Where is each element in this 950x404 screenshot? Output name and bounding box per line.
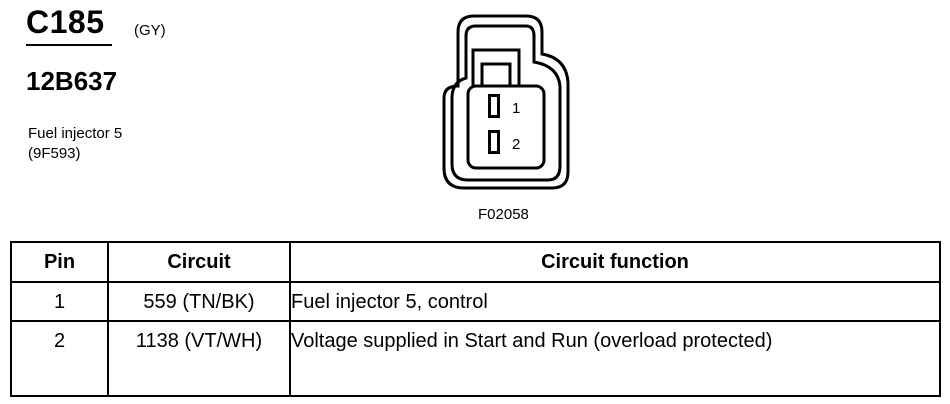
- description-line: (9F593): [28, 145, 81, 162]
- pin-label-2: 2: [512, 136, 520, 153]
- header-pin: Pin: [10, 241, 109, 283]
- cell-circuit: 559 (TN/BK): [107, 281, 291, 322]
- connector-pin-cavity-frame: [466, 84, 546, 170]
- cell-pin: 1: [10, 281, 109, 322]
- description-line: Fuel injector 5: [28, 125, 123, 142]
- part-number: 12B637: [26, 66, 118, 96]
- header-circuit-function: Circuit function: [289, 241, 941, 283]
- pin-label-1: 1: [512, 100, 520, 117]
- connector-lock-tab: [442, 14, 570, 190]
- connector-latch-window: [471, 48, 521, 88]
- pin-table: Pin Circuit Circuit function 1 559 (TN/B…: [10, 241, 941, 397]
- table-row: 2 1138 (VT/WH) Voltage supplied in Start…: [10, 320, 941, 397]
- cell-pin: 2: [10, 320, 109, 397]
- connector-face-diagram: 1 2: [442, 14, 570, 190]
- cell-circuit: 1138 (VT/WH): [107, 320, 291, 397]
- connector-id-underline: [26, 44, 112, 46]
- cell-circuit-function: Fuel injector 5, control: [289, 281, 941, 322]
- component-description: Fuel injector 5 (9F593): [28, 124, 122, 164]
- connector-latch: [480, 62, 512, 86]
- cell-circuit-function: Voltage supplied in Start and Run (overl…: [289, 320, 941, 397]
- table-row: 1 559 (TN/BK) Fuel injector 5, control: [10, 281, 941, 322]
- header-circuit: Circuit: [107, 241, 291, 283]
- figure-code: F02058: [478, 206, 529, 223]
- connector-inner-shell: [450, 24, 562, 182]
- connector-color-code: (GY): [134, 22, 166, 39]
- connector-id: C185: [26, 4, 105, 40]
- table-header-row: Pin Circuit Circuit function: [10, 241, 941, 283]
